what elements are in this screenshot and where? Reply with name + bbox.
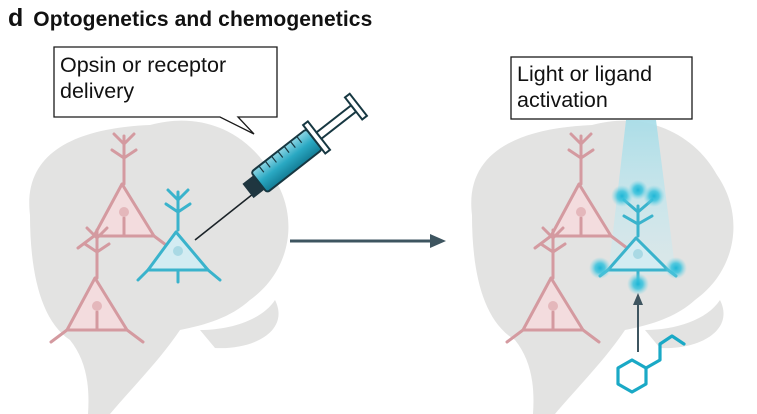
callout-left-label: Opsin or receptor delivery	[60, 52, 280, 104]
callout-bubble-right	[510, 56, 693, 120]
callout-right-line2: activation	[517, 88, 608, 112]
neuron-cyan-left	[136, 188, 222, 284]
callout-bubble-left	[53, 46, 278, 135]
callout-left-line1: Opsin or receptor	[60, 53, 227, 77]
arrow-right-icon	[290, 234, 446, 248]
figure-header: d Optogenetics and chemogenetics	[8, 4, 372, 34]
figure-title: Optogenetics and chemogenetics	[33, 8, 373, 31]
ligand-molecule-icon	[616, 334, 686, 394]
activation-glow	[589, 180, 687, 295]
callout-left-line2: delivery	[60, 79, 135, 103]
panel-label: d	[8, 4, 24, 32]
callout-right-label: Light or ligand activation	[517, 61, 687, 113]
callout-right-line1: Light or ligand	[517, 62, 653, 86]
arrow-up-icon	[633, 293, 643, 352]
neuron-cyan-activated	[589, 180, 687, 295]
syringe-icon	[194, 92, 369, 241]
